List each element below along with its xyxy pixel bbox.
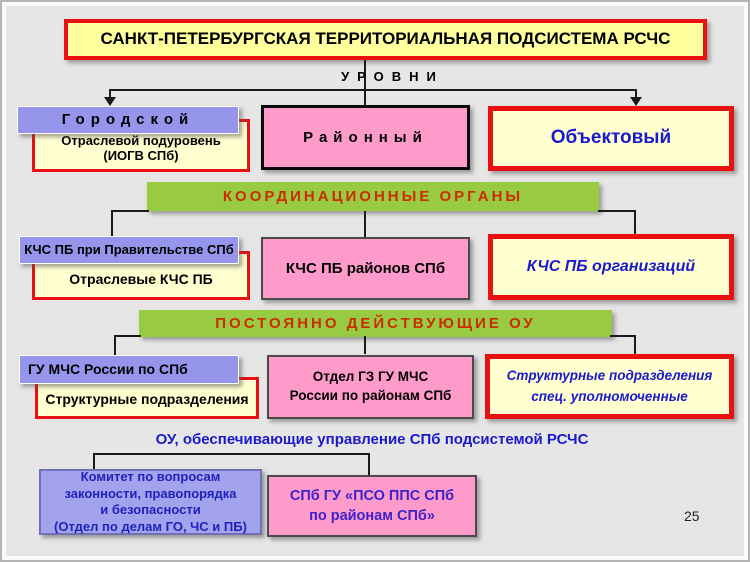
connector-perm-left-h — [114, 335, 141, 337]
levels-label: УРОВНИ — [305, 68, 480, 86]
node-gu-mchs-label: ГУ МЧС России по СПб — [28, 361, 188, 378]
node-object-level: Объектовый — [488, 106, 734, 171]
node-city-level-label: Городской — [61, 111, 195, 128]
node-kchs-government: КЧС ПБ при Правительстве СПб — [19, 236, 239, 264]
node-kchs-organizations: КЧС ПБ организаций — [488, 234, 734, 300]
node-otdel-gz: Отдел ГЗ ГУ МЧС России по районам СПб — [267, 355, 474, 419]
connector-perm-right-v — [634, 335, 636, 354]
node-pso-pps: СПб ГУ «ПСО ППС СПб по районам СПб» — [267, 475, 477, 537]
node-city-level: Городской — [17, 106, 239, 134]
permanent-bar-label: ПОСТОЯННО ДЕЙСТВУЮЩИЕ ОУ — [215, 314, 536, 332]
connector-mgmt-h — [93, 453, 370, 455]
node-otdel-gz-line1: Отдел ГЗ ГУ МЧС — [312, 369, 429, 385]
connector-perm-right-h — [610, 335, 636, 337]
node-district-level: Районный — [261, 105, 470, 170]
connector-coord-left-v — [111, 210, 113, 236]
page-number-value: 25 — [684, 508, 700, 524]
management-heading: ОУ, обеспечивающие управление СПб подсис… — [122, 431, 622, 449]
node-object-level-label: Объектовый — [550, 127, 672, 149]
node-city-sublevel-line2: (ИОГВ СПб) — [103, 148, 179, 164]
connector-perm-center-v — [364, 336, 366, 354]
diagram-title-label: САНКТ-ПЕТЕРБУРГСКАЯ ТЕРРИТОРИАЛЬНАЯ ПОДС… — [100, 29, 671, 49]
connector-levels-branch — [109, 89, 637, 91]
node-kchs-districts: КЧС ПБ районов СПб — [261, 237, 470, 300]
node-structural-units-authorized: Структурные подразделения спец. уполномо… — [485, 354, 734, 419]
node-committee-line1: Комитет по вопросам — [80, 469, 221, 484]
node-kchs-government-label: КЧС ПБ при Правительстве СПб — [24, 242, 234, 258]
node-structural-units-authorized-line1: Структурные подразделения — [506, 368, 713, 384]
connector-title-stem — [364, 60, 366, 90]
connector-mgmt-left-v — [93, 453, 95, 470]
node-otdel-gz-line2: России по районам СПб — [289, 388, 452, 403]
connector-coord-center-v — [364, 211, 366, 237]
node-kchs-organizations-label: КЧС ПБ организаций — [526, 258, 696, 276]
node-kchs-branch-label: Отраслевые КЧС ПБ — [69, 271, 213, 288]
connector-levels-right-drop — [635, 89, 637, 98]
node-committee-line2: законности, правопорядка — [64, 485, 237, 501]
arrow-down-object-icon — [630, 97, 642, 106]
node-gu-mchs: ГУ МЧС России по СПб — [19, 355, 239, 384]
connector-perm-left-v — [114, 335, 116, 355]
node-kchs-districts-label: КЧС ПБ районов СПб — [285, 259, 446, 277]
diagram-title: САНКТ-ПЕТЕРБУРГСКАЯ ТЕРРИТОРИАЛЬНАЯ ПОДС… — [64, 19, 707, 60]
node-district-level-label: Районный — [303, 128, 428, 146]
connector-levels-center-drop — [364, 89, 366, 105]
connector-levels-left-drop — [109, 89, 111, 98]
node-structural-units-authorized-line2: спец. уполномоченные — [531, 388, 688, 404]
connector-mgmt-right-v — [368, 453, 370, 476]
node-committee: Комитет по вопросам законности, правопор… — [39, 469, 262, 535]
node-committee-line4: (Отдел по делам ГО, ЧС и ПБ) — [54, 518, 247, 534]
management-heading-label: ОУ, обеспечивающие управление СПб подсис… — [155, 431, 589, 448]
connector-coord-left-h — [111, 210, 149, 212]
arrow-down-city-icon — [104, 97, 116, 106]
coordination-bar-label: КООРДИНАЦИОННЫЕ ОРГАНЫ — [222, 187, 524, 205]
levels-label-text: УРОВНИ — [341, 69, 444, 85]
node-committee-line3: и безопасности — [100, 502, 201, 517]
permanent-bar: ПОСТОЯННО ДЕЙСТВУЮЩИЕ ОУ — [139, 310, 612, 337]
coordination-bar: КООРДИНАЦИОННЫЕ ОРГАНЫ — [147, 182, 599, 211]
node-structural-units-label: Структурные подразделения — [45, 391, 249, 408]
node-city-sublevel-line1: Отраслевой подуровень — [61, 132, 221, 148]
node-pso-pps-line1: СПб ГУ «ПСО ППС СПб — [289, 487, 455, 504]
connector-coord-right-v — [634, 210, 636, 234]
node-pso-pps-line2: по районам СПб» — [309, 508, 435, 524]
page-number: 25 — [684, 508, 700, 524]
connector-coord-right-h — [598, 210, 636, 212]
node-structural-units: Структурные подразделения — [35, 377, 259, 419]
